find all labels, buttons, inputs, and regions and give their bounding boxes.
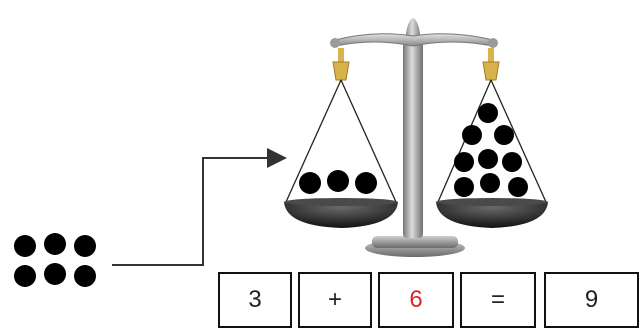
scale-beam <box>334 33 494 47</box>
right-pan-rim <box>436 198 548 206</box>
right-pan-ball <box>508 177 528 197</box>
equation-box-3: 6 <box>378 272 454 328</box>
left-pan-hanger <box>285 48 397 203</box>
plus-sign: + <box>327 286 342 313</box>
left-pan-ball <box>327 170 349 192</box>
loose-ball <box>74 235 96 257</box>
addend-one: 3 <box>248 286 262 313</box>
right-pan-ball <box>454 177 474 197</box>
left-pan <box>284 202 398 228</box>
equation-box-4: = <box>460 272 536 328</box>
right-pan-ball <box>462 125 482 145</box>
loose-ball <box>44 233 66 255</box>
left-pan-ball <box>299 172 321 194</box>
equation-box-1: 3 <box>218 272 292 328</box>
right-pan-ball <box>502 152 522 172</box>
left-pan-ball <box>355 172 377 194</box>
sum-result: 9 <box>584 286 599 313</box>
right-pan-ball <box>494 125 514 145</box>
equation-box-5: 9 <box>544 272 639 328</box>
loose-balls-group <box>14 233 96 287</box>
right-pan-ball <box>478 149 498 169</box>
right-pan-ball <box>480 173 500 193</box>
right-pan <box>436 202 548 228</box>
right-pan-ball <box>478 103 498 123</box>
scale-stand <box>403 42 423 238</box>
loose-ball <box>74 265 96 287</box>
left-pan-balls <box>299 170 377 194</box>
equals-sign: = <box>490 286 505 313</box>
loose-ball <box>14 235 36 257</box>
loose-ball <box>44 263 66 285</box>
right-pan-hanger <box>437 48 547 203</box>
right-pan-balls <box>454 103 528 197</box>
addend-two: 6 <box>409 286 423 313</box>
right-pan-ball <box>454 152 474 172</box>
beam-end-right <box>488 38 498 48</box>
scale-base-plate <box>372 236 458 248</box>
equation-box-2: + <box>298 272 372 328</box>
beam-end-left <box>330 38 340 48</box>
left-pan-rim <box>284 198 398 206</box>
loose-ball <box>14 265 36 287</box>
arrow-connector <box>112 148 287 266</box>
